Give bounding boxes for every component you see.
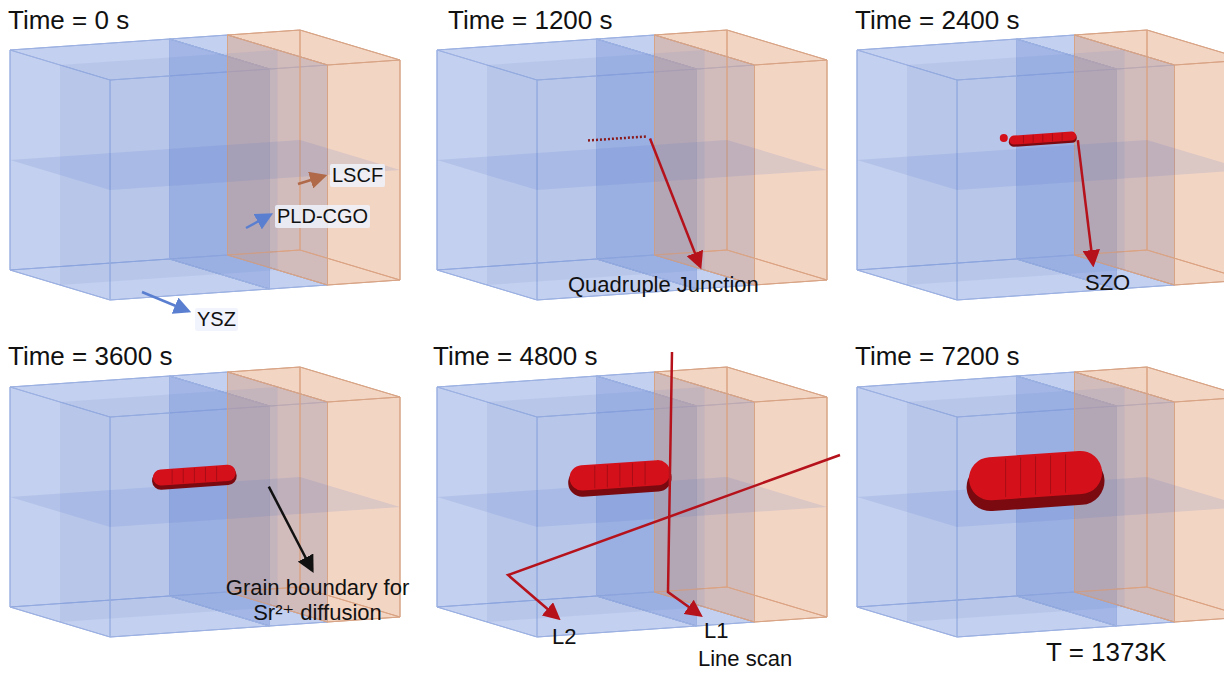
panel-title: Time = 1200 s [448,6,613,36]
leader-arrow [142,292,188,311]
szo-phase [588,137,646,141]
szo-phase [161,466,228,483]
grain-boundary-plane [60,50,278,285]
layer-label: PLD-CGO [275,205,370,228]
szo-phase [991,454,1081,497]
grain-boundary-plane [907,387,1125,622]
line-scan-label: L1 [704,618,728,643]
callout-label: SZO [1085,270,1130,295]
line-scan-label: Line scan [698,646,792,671]
leader-arrow [650,139,700,267]
leader-arrow [269,487,312,570]
leader-arrow [246,215,270,228]
grain-boundary-plane [487,50,705,285]
layer-label: YSZ [195,308,238,331]
callout-label: Grain boundary for Sr²⁺ diffusion [210,575,425,626]
cell-block [857,30,1224,300]
panel-title: Time = 7200 s [855,342,1020,372]
panel-title: Time = 2400 s [855,6,1020,36]
leader-arrow [668,352,700,615]
cell-block [437,30,827,300]
block-face [328,60,401,285]
szo-phase [582,462,657,488]
layer-label: LSCF [330,164,385,187]
grain-boundary-plane [907,50,1125,285]
cell-block [857,367,1224,637]
callout-label: Quadruple Junction [568,272,759,297]
leader-arrow [1078,140,1093,264]
panel-title: Time = 0 s [8,6,129,36]
szo-phase [1000,133,1072,144]
leader-arrow [508,455,840,618]
cell-block [10,30,400,300]
panel-title: Time = 3600 s [8,342,173,372]
line-scan-label: L2 [552,624,576,649]
cell-block [437,367,827,637]
panel-title: Time = 4800 s [433,342,598,372]
temperature-label: T = 1373K [1046,638,1166,668]
leader-arrow [298,176,324,184]
